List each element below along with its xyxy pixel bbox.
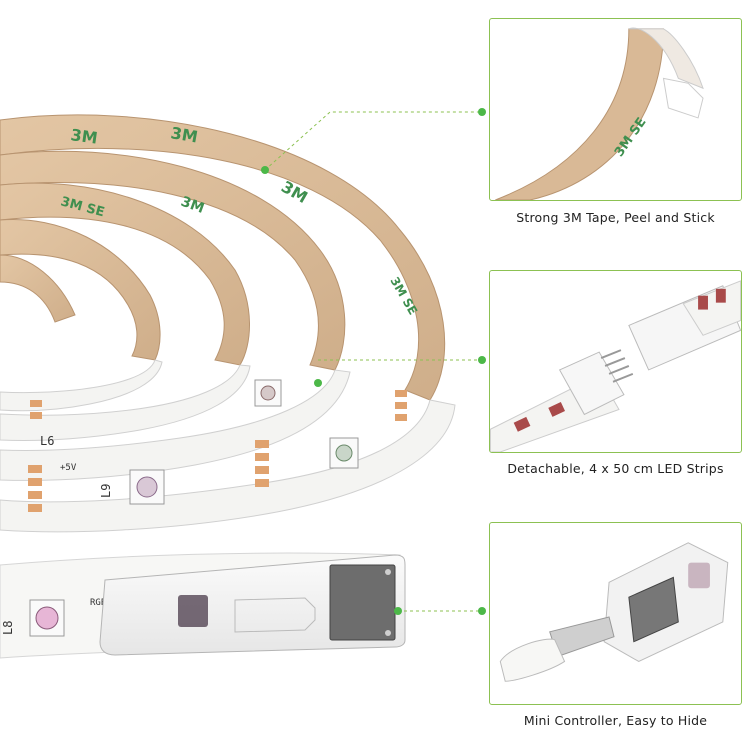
tape-print-1: 3M (69, 125, 98, 148)
controller-rgb-label: RGB (90, 598, 106, 608)
connector-icon (490, 280, 741, 452)
strip-labels: L9 L6 L8 +5V RGB (1, 434, 113, 635)
tape-print-2: 3M (169, 123, 199, 146)
led-chips (29, 379, 359, 637)
strip-label-l9: L9 (99, 484, 113, 498)
strip-label-l8: L8 (1, 621, 15, 635)
controller-icon (499, 542, 729, 682)
tape-print-4: 3M (179, 194, 207, 217)
callout-controller-photo (489, 522, 742, 705)
strip-label-l6: L6 (40, 434, 54, 448)
caption-controller: Mini Controller, Easy to Hide (523, 713, 708, 728)
callout-connector-photo (489, 270, 742, 453)
copper-pads (28, 390, 407, 512)
caption-tape: Strong 3M Tape, Peel and Stick (516, 210, 715, 225)
caption-strips: Detachable, 4 x 50 cm LED Strips (507, 461, 724, 476)
led-strip-coil-illustration: 3M 3M 3M 3M 3M SE 3M SE (0, 114, 456, 659)
tape-loops (0, 114, 446, 401)
tape-peel-icon: 3M SE (495, 27, 704, 200)
mini-controller (99, 554, 406, 656)
callout-tape-photo: 3M SE (489, 18, 742, 201)
pad-label-5v: +5V (60, 463, 77, 473)
